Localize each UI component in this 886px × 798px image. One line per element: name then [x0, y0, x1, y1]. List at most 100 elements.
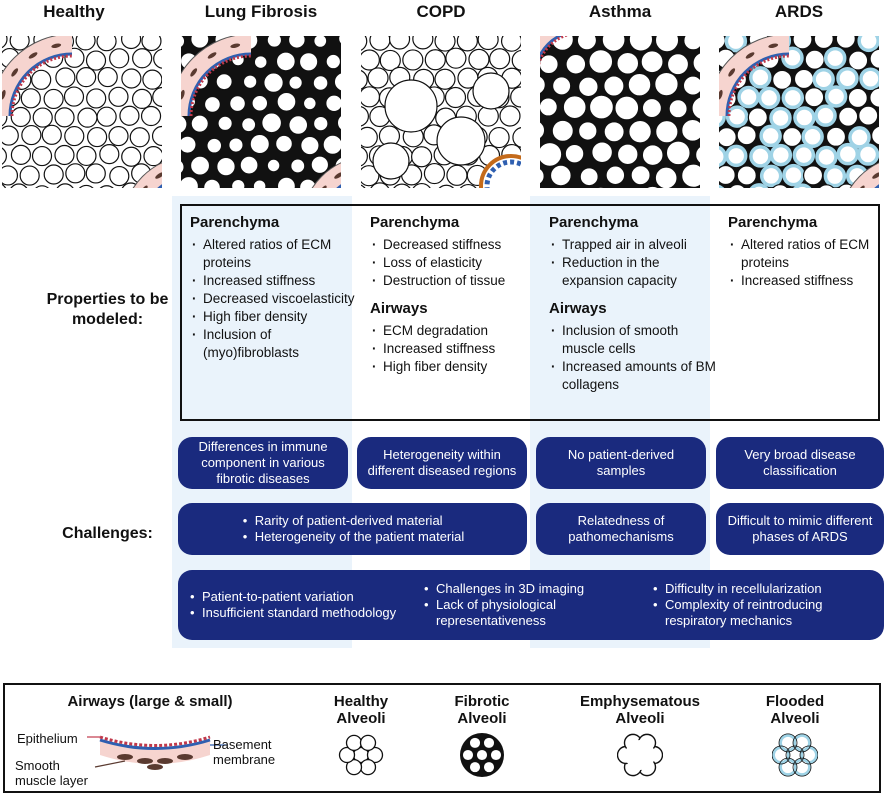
alveolus	[310, 155, 330, 175]
alveolus	[603, 75, 625, 97]
challenge-asthma-samples: No patient-derived samples	[536, 437, 706, 489]
alveolus	[109, 165, 130, 187]
copd-tissue-image	[361, 36, 521, 188]
alveolus	[43, 88, 64, 110]
alveolus	[21, 124, 42, 146]
alveolus	[266, 158, 281, 173]
alveolus	[588, 94, 615, 120]
alveolus	[412, 36, 434, 50]
alveolus	[275, 134, 293, 153]
alveolus	[468, 48, 490, 71]
alveolus	[129, 127, 150, 148]
alveolus	[77, 107, 98, 128]
property-item: Inclusion of (myo)fibroblasts	[190, 326, 365, 362]
alveolus	[337, 36, 341, 45]
alveolus	[99, 185, 114, 188]
alveolus	[143, 146, 162, 167]
alveolus	[857, 36, 879, 53]
alveolus	[858, 105, 879, 126]
alveolus	[869, 87, 879, 108]
alveolus	[616, 143, 639, 166]
alveolus	[848, 50, 869, 71]
alveolus	[562, 95, 587, 120]
alveolus	[683, 36, 700, 51]
challenge-ards-classification: Very broad disease classification	[716, 437, 884, 489]
alveolus	[838, 106, 859, 127]
alveolus	[719, 164, 736, 186]
alveolus	[287, 36, 306, 49]
ards-section-heading: Parenchyma	[728, 214, 818, 231]
property-item: High fiber density	[190, 308, 365, 326]
alveolus	[605, 165, 626, 186]
copd-section-heading: Parenchyma	[370, 214, 460, 231]
asthma-tissue-image	[540, 36, 700, 188]
alveolus	[434, 68, 456, 90]
challenge-general-3a: Difficulty in recellularization	[651, 581, 871, 597]
fibrosis-section-heading: Parenchyma	[190, 214, 280, 231]
alveolus	[312, 115, 329, 132]
alveolus	[86, 88, 107, 109]
alveolus	[43, 164, 64, 185]
alveolus	[540, 141, 563, 167]
title-healthy: Healthy	[43, 2, 105, 21]
properties-box: ParenchymaAltered ratios of ECM proteins…	[180, 204, 880, 421]
title-copd: COPD	[416, 2, 466, 21]
alveolus	[2, 183, 7, 188]
alveolus	[64, 125, 85, 147]
alveolus	[333, 72, 341, 92]
copd-property-list: ECM degradationIncreased stiffnessHigh f…	[370, 322, 545, 376]
alveolus	[666, 53, 690, 76]
alveolus	[551, 76, 572, 96]
alveolus	[263, 72, 284, 93]
alveolus	[628, 119, 652, 144]
property-item: ECM degradation	[370, 322, 545, 340]
alveolus	[665, 140, 691, 166]
property-item: High fiber density	[370, 358, 545, 376]
alveolus	[19, 165, 40, 186]
alveolus	[96, 36, 117, 52]
alveolus	[769, 106, 792, 130]
alveolus	[108, 86, 129, 107]
alveolus	[759, 124, 782, 148]
alveolus	[749, 66, 772, 89]
alveolus	[736, 125, 757, 146]
property-item: Altered ratios of ECM proteins	[728, 236, 886, 272]
alveolus	[540, 97, 558, 117]
alveolus	[131, 88, 153, 109]
alveolus	[772, 184, 789, 188]
alveolus	[109, 48, 130, 69]
alveolus	[578, 76, 599, 98]
alveolus	[724, 144, 748, 168]
alveolus	[361, 49, 380, 71]
alveolus	[190, 36, 210, 49]
alveolus	[76, 67, 97, 88]
alveolus	[85, 163, 106, 184]
alveolus	[230, 178, 246, 188]
alveolus	[189, 155, 211, 176]
alveolus	[782, 126, 803, 148]
alveolus	[152, 86, 162, 108]
alveolus	[31, 145, 53, 167]
alveolus	[63, 86, 85, 107]
challenge-fibrosis-immune: Differences in immune component in vario…	[178, 437, 348, 489]
alveolus	[288, 115, 309, 136]
alveolus	[229, 95, 247, 113]
alveolus	[793, 106, 816, 129]
alveolus	[216, 156, 236, 177]
alveolus	[655, 119, 679, 144]
alveolus	[288, 75, 303, 90]
airway-diagram-icon	[87, 735, 227, 770]
alveolus	[325, 53, 341, 70]
alveolus	[142, 69, 162, 90]
emphysematous-alveoli-icon	[617, 733, 663, 777]
alveolus	[336, 114, 341, 131]
alveolus	[56, 183, 74, 188]
alveolus	[388, 36, 411, 50]
legend-flooded-title: Flooded Alveoli	[765, 693, 825, 727]
alveolus	[445, 47, 467, 69]
alveolus	[75, 36, 96, 51]
alveolus	[361, 36, 368, 51]
alveolus	[361, 165, 380, 187]
alveolus	[31, 69, 52, 90]
alveolus	[737, 85, 760, 109]
